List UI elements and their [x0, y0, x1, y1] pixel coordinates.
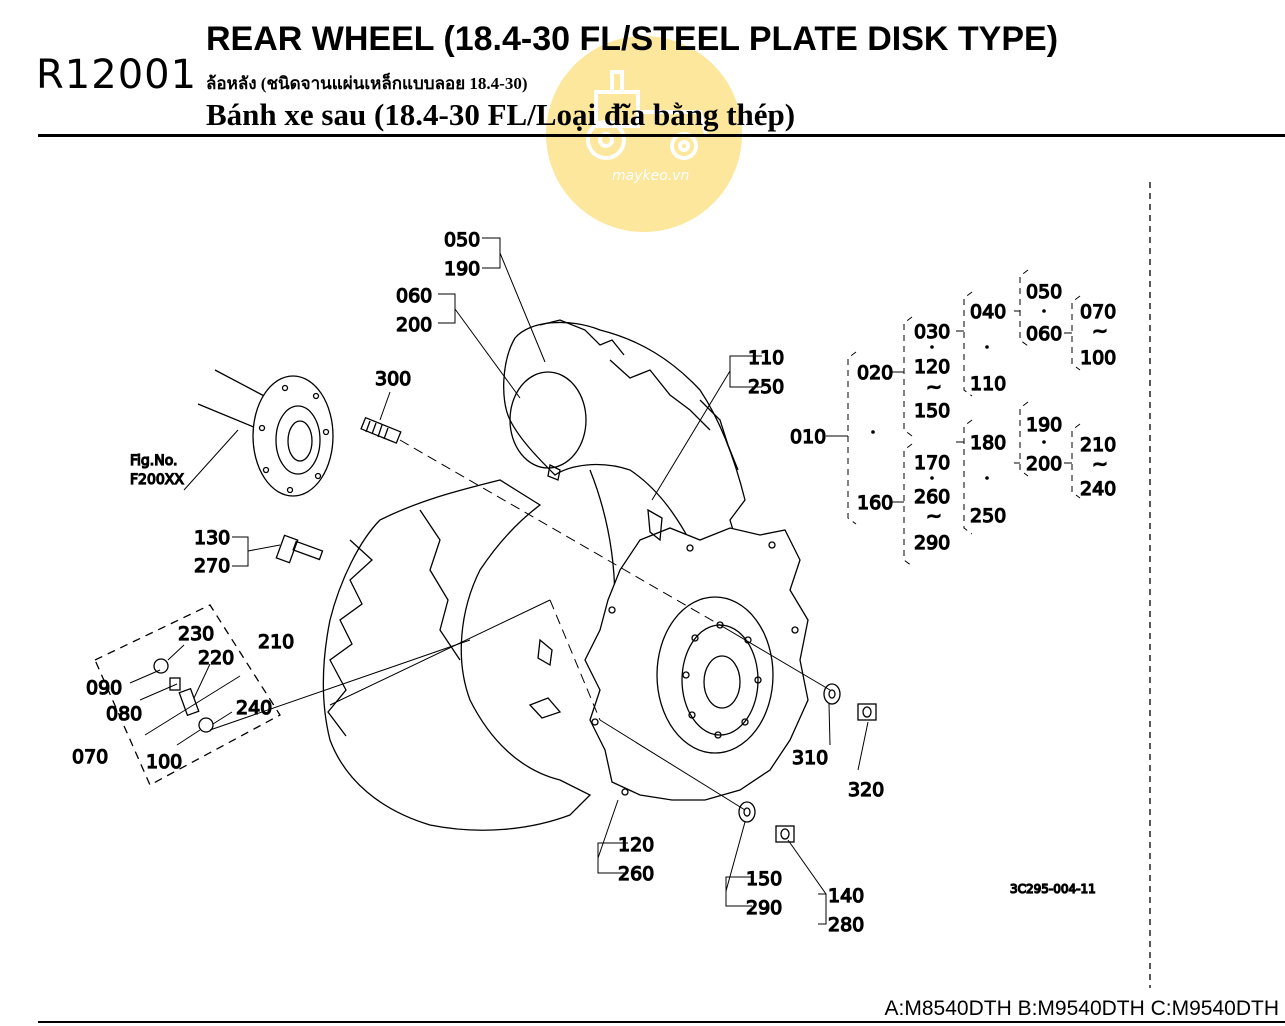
tree-150: 150 [914, 400, 950, 422]
tractor-icon [586, 70, 708, 160]
callout-280: 280 [828, 914, 864, 936]
callout-310: 310 [792, 747, 828, 769]
bolt-130 [275, 534, 324, 564]
tree-020: 020 [857, 362, 893, 384]
callout-140: 140 [828, 885, 864, 907]
title-thai: ล้อหลัง (ชนิดจานแผ่นเหล็กแบบลอย 18.4-30) [206, 74, 528, 93]
callout-260: 260 [618, 863, 654, 885]
tree-030: 030 [914, 321, 950, 343]
callout-100: 100 [146, 751, 182, 773]
stud-bolt [360, 416, 402, 444]
leader-lines [129, 237, 869, 925]
callout-110: 110 [748, 347, 784, 369]
callout-300: 300 [375, 368, 411, 390]
fig-no-label: Fig.No. [130, 453, 178, 469]
tree-050: 050 [1026, 281, 1062, 303]
parts-tree: 010 020 160 030 120 ~ 150 040 110 050 06… [789, 269, 1117, 567]
washer-150 [738, 801, 756, 823]
tree-160: 160 [857, 492, 893, 514]
tree-tilde-4: ~ [1092, 453, 1108, 475]
fig-ref: F200XX [130, 472, 184, 488]
nut-320 [857, 703, 877, 721]
drawing-ref: 3C295-004-11 [1010, 882, 1096, 896]
tree-210: 210 [1080, 434, 1116, 456]
callout-080: 080 [106, 703, 142, 725]
tree-tilde-3: ~ [926, 505, 942, 527]
callout-210: 210 [258, 631, 294, 653]
title-vietnamese: Bánh xe sau (18.4-30 FL/Loại đĩa bằng th… [206, 97, 796, 132]
callout-070: 070 [72, 746, 108, 768]
callout-220: 220 [198, 647, 234, 669]
tree-240: 240 [1080, 478, 1116, 500]
tree-180: 180 [970, 432, 1006, 454]
callout-230: 230 [178, 623, 214, 645]
tree-200: 200 [1026, 453, 1062, 475]
callout-240: 240 [236, 697, 272, 719]
callout-320: 320 [848, 779, 884, 801]
callout-050: 050 [444, 229, 480, 251]
model-list: A:M8540DTH B:M9540DTH C:M9540DTH [884, 997, 1279, 1020]
tree-tilde-2: ~ [1092, 320, 1108, 342]
wheel-disc [584, 527, 809, 801]
header-rule [38, 134, 1285, 137]
tree-110: 110 [970, 373, 1006, 395]
tree-250: 250 [970, 505, 1006, 527]
tree-060: 060 [1026, 323, 1062, 345]
tree-070: 070 [1080, 301, 1116, 323]
callout-130: 130 [194, 527, 230, 549]
callout-270: 270 [194, 555, 230, 577]
valve-assembly [94, 604, 281, 786]
page-code: R12001 [36, 52, 198, 98]
tree-brackets [826, 269, 1081, 567]
rim-clamps [528, 464, 663, 719]
callout-250: 250 [748, 376, 784, 398]
tree-190: 190 [1026, 414, 1062, 436]
callout-200: 200 [396, 314, 432, 336]
tree-100: 100 [1080, 347, 1116, 369]
tree-290: 290 [914, 532, 950, 554]
callout-150: 150 [746, 868, 782, 890]
tree-170: 170 [914, 452, 950, 474]
tree-260: 260 [914, 486, 950, 508]
callout-290: 290 [746, 897, 782, 919]
tree-120: 120 [914, 356, 950, 378]
callout-060: 060 [396, 285, 432, 307]
callout-120: 120 [618, 834, 654, 856]
callout-190: 190 [444, 258, 480, 280]
footer-rule [38, 1021, 1285, 1023]
watermark-text: maykeo.vn [612, 168, 689, 184]
tree-010: 010 [790, 426, 826, 448]
tree-040: 040 [970, 301, 1006, 323]
callout-090: 090 [86, 677, 122, 699]
title-english: REAR WHEEL (18.4-30 FL/STEEL PLATE DISK … [206, 20, 1059, 58]
axle-hub [197, 369, 334, 497]
nut-140 [775, 825, 795, 843]
tree-dots [871, 309, 1046, 480]
tree-tilde-1: ~ [926, 376, 942, 398]
washer-310 [823, 683, 841, 705]
assembly-lines [209, 439, 831, 811]
